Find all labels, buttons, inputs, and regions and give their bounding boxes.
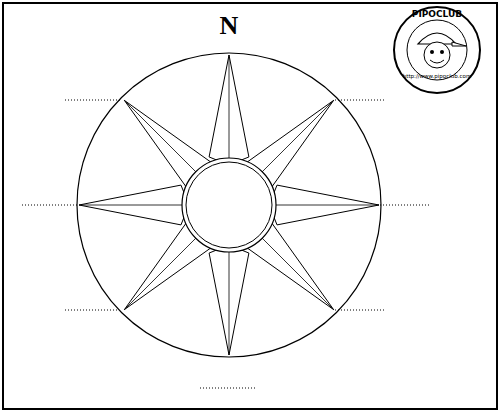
logo-title: PIPOCLUB	[394, 9, 480, 19]
star-ridge	[229, 55, 230, 165]
star-ridge	[124, 100, 200, 176]
frame	[3, 3, 497, 409]
star-points	[79, 55, 379, 355]
star-point	[269, 185, 379, 225]
star-ridge	[269, 205, 379, 206]
star-ridge	[124, 233, 200, 309]
logo-badge: PIPOCLUB http://www.pipoclub.com	[394, 7, 480, 93]
center-ring	[182, 158, 276, 252]
answer-lines	[22, 100, 430, 388]
star-point	[79, 185, 189, 225]
star-ridge	[257, 100, 333, 176]
star-point	[209, 245, 249, 355]
logo-badge	[394, 7, 480, 93]
logo-url: http://www.pipoclub.com	[394, 73, 480, 79]
center-circle	[186, 162, 272, 248]
direction-label: N	[220, 11, 239, 41]
star-point	[209, 55, 249, 165]
star-ridge	[257, 233, 333, 309]
star-ridge	[79, 205, 189, 206]
star-ridge	[229, 245, 230, 355]
outer-circle	[77, 53, 381, 357]
